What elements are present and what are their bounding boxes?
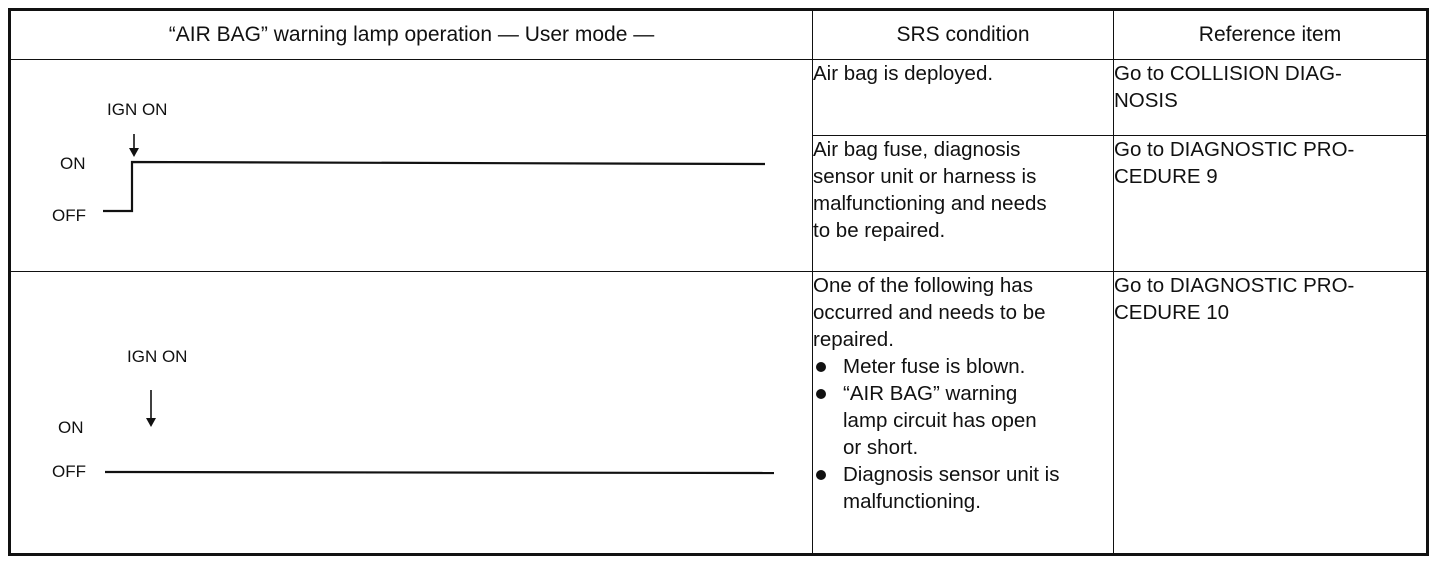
list-item: “AIR BAG” warning lamp circuit has open … <box>813 380 1113 461</box>
reference-cell: Go to COLLISION DIAG- NOSIS <box>1113 59 1428 136</box>
off-level-label: OFF <box>52 462 86 481</box>
off-level-label: OFF <box>52 206 86 225</box>
lamp-diagram-off: IGN ON ON OFF <box>9 271 813 555</box>
lamp-diagram-on: IGN ON ON OFF <box>9 59 813 272</box>
reference-cell: Go to DIAGNOSTIC PRO- CEDURE 10 <box>1113 271 1428 555</box>
condition-cell: Air bag fuse, diagnosis sensor unit or h… <box>812 135 1114 272</box>
list-item: Meter fuse is blown. <box>813 353 1113 380</box>
lamp-waveform-on <box>103 134 766 213</box>
reference-cell: Go to DIAGNOSTIC PRO- CEDURE 9 <box>1113 135 1428 272</box>
header-lamp-operation: “AIR BAG” warning lamp operation — User … <box>9 9 813 60</box>
table-row: Air bag fuse, diagnosis sensor unit or h… <box>10 135 1428 272</box>
on-level-label: ON <box>58 418 84 437</box>
table-row: IGN ON ON OFF Air bag is deployed. Go to… <box>9 59 1428 272</box>
list-item: Diagnosis sensor unit is malfunctioning. <box>813 461 1113 515</box>
condition-bullet-list: Meter fuse is blown. “AIR BAG” warning l… <box>813 353 1113 515</box>
header-srs-condition: SRS condition <box>812 9 1114 60</box>
ign-on-label: IGN ON <box>107 100 168 119</box>
table-row: IGN ON ON OFF One of the following has o… <box>9 271 1428 555</box>
condition-cell: Air bag is deployed. <box>812 59 1114 136</box>
header-reference-item: Reference item <box>1113 9 1428 60</box>
ign-on-label: IGN ON <box>127 347 188 366</box>
header-row: “AIR BAG” warning lamp operation — User … <box>9 9 1428 60</box>
srs-table: “AIR BAG” warning lamp operation — User … <box>8 8 1429 556</box>
lamp-waveform-off <box>104 390 775 475</box>
condition-cell: One of the following has occurred and ne… <box>812 271 1114 555</box>
on-level-label: ON <box>60 154 86 173</box>
